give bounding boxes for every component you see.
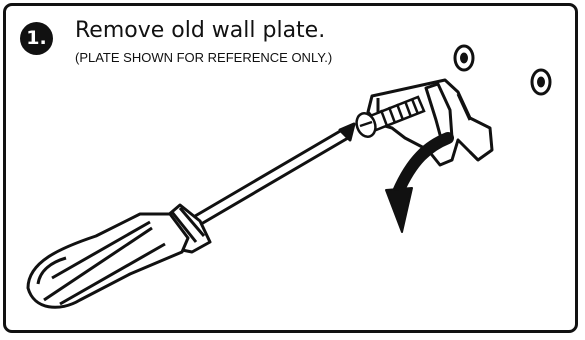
step-number-badge: 1. bbox=[20, 22, 53, 55]
screw bbox=[355, 95, 426, 138]
step-title: Remove old wall plate. bbox=[75, 18, 326, 43]
wall-hole-right-icon bbox=[530, 68, 552, 96]
wall-hole-left-icon bbox=[453, 44, 475, 72]
step-note: (PLATE SHOWN FOR REFERENCE ONLY.) bbox=[75, 50, 333, 65]
rotate-arrow-icon bbox=[385, 132, 454, 233]
screwdriver bbox=[26, 122, 356, 309]
